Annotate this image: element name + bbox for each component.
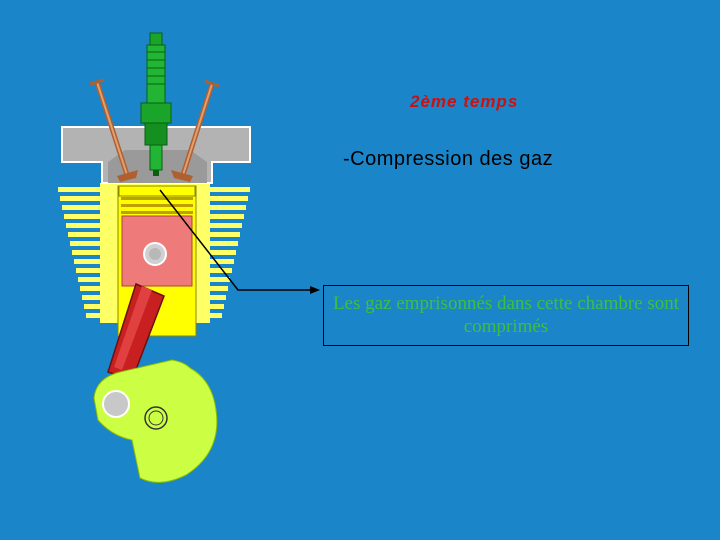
- slide-subtitle: -Compression des gaz: [343, 148, 554, 170]
- callout-pointer-line: [159, 189, 318, 291]
- callout-arrowhead-icon: [310, 286, 320, 294]
- callout-box: Les gaz emprisonnés dans cette chambre s…: [323, 285, 689, 346]
- spark-plug-icon: [140, 32, 172, 176]
- crankshaft-icon: [93, 359, 218, 483]
- intake-valve-icon: [89, 78, 138, 182]
- piston-icon: [118, 185, 196, 287]
- slide-title: 2ème temps: [410, 92, 519, 111]
- exhaust-valve-icon: [171, 79, 220, 182]
